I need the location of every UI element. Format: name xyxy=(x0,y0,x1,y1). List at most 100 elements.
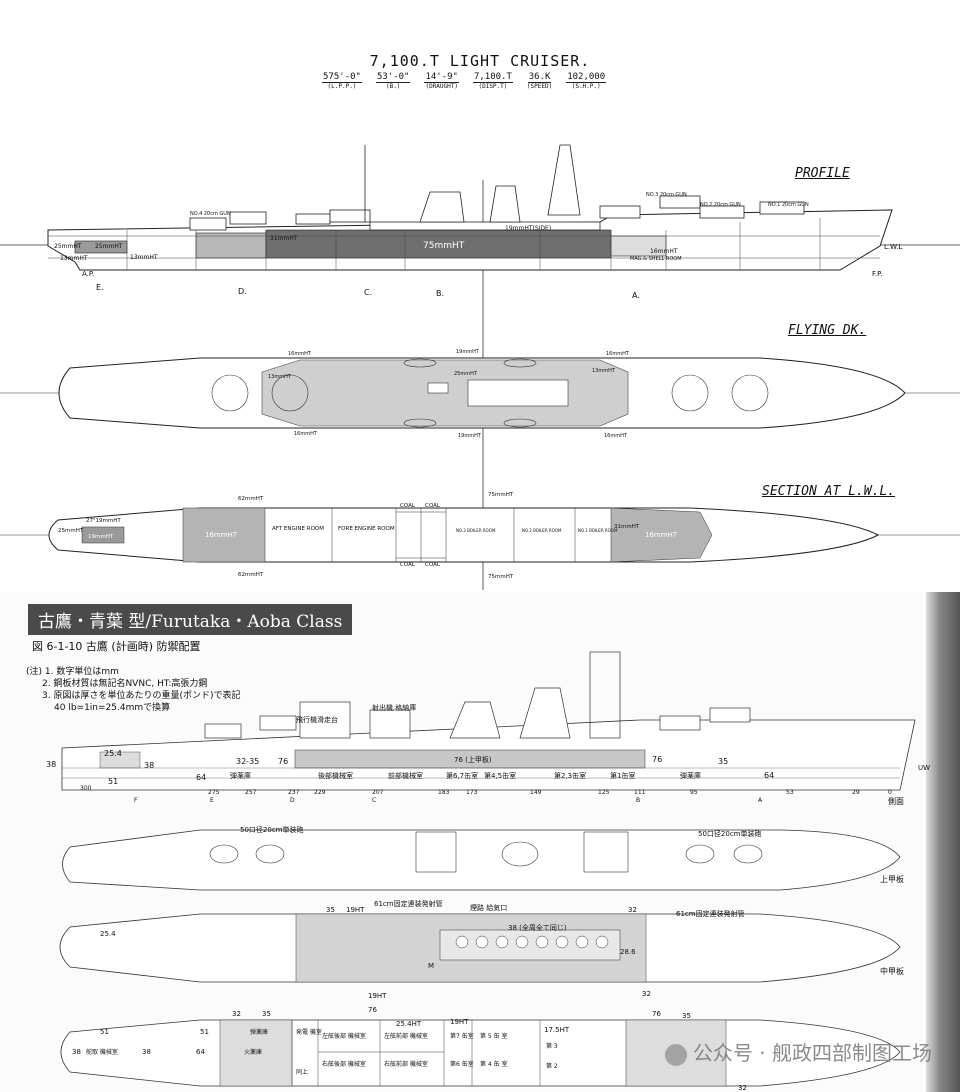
compartment-label: 第2,3缶室 xyxy=(554,771,586,780)
gun-label: NO.2 20cm GUN xyxy=(700,202,741,208)
watermark-text: 公众号 · 舰政四部制图工场 xyxy=(692,1041,932,1065)
armor-value: 38 (全周全て同じ) xyxy=(508,923,567,932)
spec-speed: 36.K(SPEED) xyxy=(526,72,553,90)
armor-value: 76 xyxy=(652,1010,661,1018)
armor-value: 76 xyxy=(278,757,288,766)
armor-value: 28.6 xyxy=(620,948,636,956)
station-number: 237 xyxy=(288,789,300,796)
room-label: AFT ENGINE ROOM xyxy=(272,526,324,532)
gun-label: 50口径20cm単装砲 xyxy=(698,829,761,838)
coal-label: COAL xyxy=(425,503,441,509)
compartment-label: 前部機械室 xyxy=(388,771,423,780)
magazine-label: MAG.& SHELL ROOM xyxy=(630,256,682,262)
gun-label: NO.4 20cm GUN xyxy=(190,211,231,217)
upper-deck-view: 50口径20cm単装砲 50口径20cm単装砲 上甲板 xyxy=(62,825,904,891)
ap-mark: A.P. xyxy=(82,270,94,278)
station-number: 111 xyxy=(634,789,646,796)
watermark: 公众号 · 舰政四部制图工场 xyxy=(664,1037,932,1066)
compartment-label: 第4,5缶室 xyxy=(484,771,516,780)
flying-armor-label: 16mmHT xyxy=(604,433,628,439)
armor-value: 25.4HT xyxy=(396,1020,422,1028)
armor-value: 35 xyxy=(682,1012,691,1020)
compartment-label: 左舷後部 機械室 xyxy=(322,1032,366,1040)
station-number: 95 xyxy=(690,789,698,796)
boiler-label: NO.1 BOILER ROOM xyxy=(578,528,618,533)
fwd-magazine-section xyxy=(610,507,713,563)
armor-value: 38 xyxy=(46,760,56,769)
station-number: 0 xyxy=(888,789,892,796)
armor-value: 25.4 xyxy=(100,930,116,938)
view-label: 側面 xyxy=(888,796,904,806)
armor-value: 51 xyxy=(108,777,118,786)
compartment-label: 右舷後部 機械室 xyxy=(322,1060,366,1068)
station-number: 257 xyxy=(245,789,257,796)
lwl-mark: L.W.L xyxy=(884,243,902,251)
armor-value: 32 xyxy=(232,1010,241,1018)
section-armor-label: 75mmHT xyxy=(488,492,514,498)
armor-value: 38 xyxy=(72,1048,81,1056)
compartment-label: 第 4 缶 室 xyxy=(480,1060,508,1068)
flying-armor-label: 25mmHT xyxy=(454,371,478,377)
compartment-label: 第 3 xyxy=(546,1042,558,1050)
station-number: 149 xyxy=(530,789,542,796)
section-armor-label: 27"19mmHT xyxy=(86,518,121,524)
gun-label: 50口径20cm単装砲 xyxy=(240,825,303,834)
aft-magazine-armor xyxy=(195,232,267,259)
flying-armor-label: 16mmHT xyxy=(606,351,630,357)
station-mark: C. xyxy=(364,288,372,297)
gun-label: NO.3 20cm GUN xyxy=(646,192,687,198)
armor-value: 51 xyxy=(200,1028,209,1036)
armor-label: 16mmHT xyxy=(650,248,678,255)
section-armor-label: 25mmHT xyxy=(58,528,84,534)
armor-label: 13mmHT xyxy=(60,255,88,262)
station-number: 183 xyxy=(438,789,450,796)
note-line: (注) 1. 数字単位はmm xyxy=(26,667,119,677)
compartment-label: 発電 機室 xyxy=(296,1028,322,1036)
section-outline xyxy=(48,507,880,563)
page-binding-shadow xyxy=(926,592,960,1092)
armor-value: 64 xyxy=(764,771,774,780)
station-letter: B xyxy=(636,797,640,804)
uwl-label: UWL xyxy=(918,764,930,772)
armor-value: 64 xyxy=(196,773,206,782)
flying-armor-label: 13mmHT xyxy=(592,368,616,374)
section-armor-label: 16mmHT xyxy=(645,531,678,539)
section-view-label: SECTION AT L.W.L. xyxy=(762,484,896,499)
note-line: 40 lb=1in=25.4mmで換算 xyxy=(54,703,171,713)
station-mark: A. xyxy=(632,291,640,300)
flying-armor-label: 19mmHT xyxy=(458,433,482,439)
boiler-label: NO.2 BOILER ROOM xyxy=(522,528,562,533)
compartment-label: 弾薬庫 xyxy=(250,1028,268,1036)
armor-value: 19HT xyxy=(346,906,365,914)
station-letter: F xyxy=(134,797,138,804)
flying-deck-view: 19mmHT 16mmHT 16mmHT 13mmHT 13mmHT 19mmH… xyxy=(0,349,960,439)
compartment-label: 第 5 缶 室 xyxy=(480,1032,508,1040)
superstructure xyxy=(189,144,805,231)
armor-label: 19mmHT(SIDE) xyxy=(505,225,551,232)
station-letter: E xyxy=(210,797,214,804)
armor-label: 13mmHT xyxy=(130,254,158,261)
station-number: 125 xyxy=(598,789,610,796)
compartment-label: 舵取 機械室 xyxy=(86,1048,118,1056)
armor-label: 31mmHT xyxy=(270,235,298,242)
armor-value: 32 xyxy=(642,990,651,998)
class-banner: 古鷹・青葉 型/Furutaka・Aoba Class xyxy=(28,604,353,635)
flying-deck-view-label: FLYING DK. xyxy=(788,323,867,338)
armor-value: 38 xyxy=(144,761,154,770)
spec-row: 575'-0"(L.P.P.) 53'-0"(B.) 14'-9"(DRAUGH… xyxy=(322,72,607,90)
station-number: 300 xyxy=(80,785,92,792)
compartment-label: 第 2 xyxy=(546,1062,558,1070)
figure-caption: 図 6-1-10 古鷹 (計画時) 防禦配置 xyxy=(32,640,201,653)
gun-label: NO.1 20cm GUN xyxy=(768,202,809,208)
spec-shp: 102,000(S.H.P.) xyxy=(566,72,607,90)
armor-value: 17.5HT xyxy=(544,1026,570,1034)
station-mark: E. xyxy=(96,283,104,292)
aft-magazine-section xyxy=(182,507,266,563)
armor-value: 64 xyxy=(196,1048,205,1056)
fp-mark: F.P. xyxy=(872,270,882,278)
armor-label: 75mmHT xyxy=(423,241,465,251)
armor-value: 35 xyxy=(326,906,335,914)
top-drawing-sheet: 7,100.T LIGHT CRUISER. 575'-0"(L.P.P.) 5… xyxy=(0,52,960,590)
bottom-drawings-svg: 25.4 38 38 51 64 64 32-35 76 76 35 弾薬庫 弾… xyxy=(46,651,930,1092)
armor-value: 38 xyxy=(142,1048,151,1056)
